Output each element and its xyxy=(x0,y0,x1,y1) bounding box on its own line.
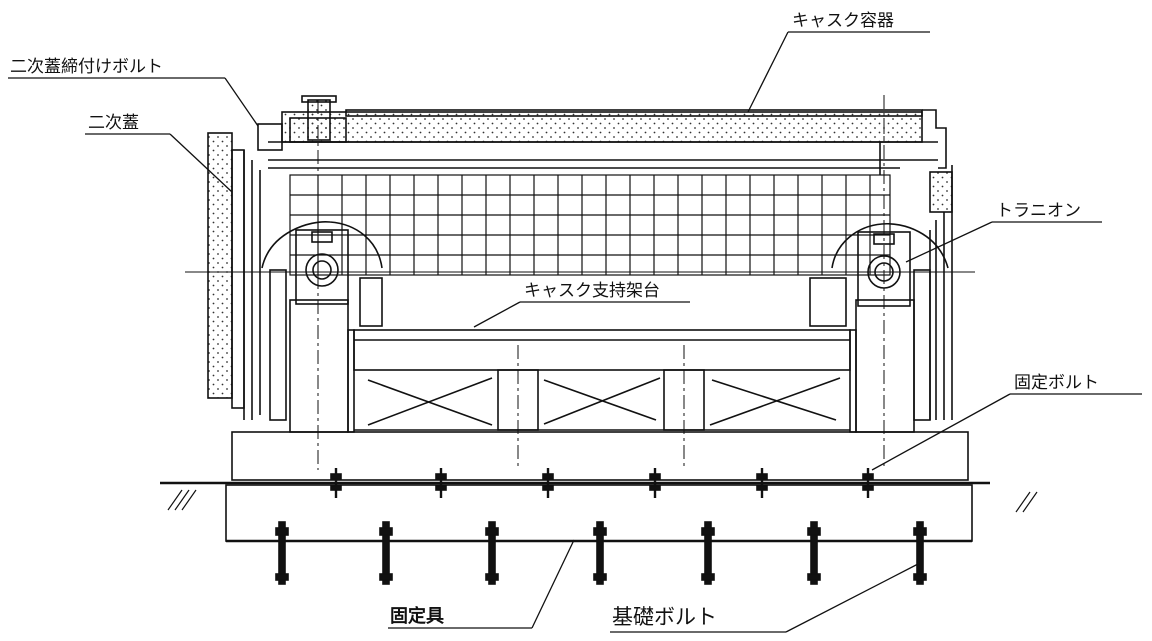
label-foundation-bolt: 基礎ボルト xyxy=(612,605,717,629)
foundation-bolt xyxy=(913,521,927,585)
leader-lines xyxy=(8,31,1142,633)
fixing-bolt xyxy=(862,468,874,498)
foundation-bolt xyxy=(593,521,607,585)
fuel-basket-grid xyxy=(289,174,891,276)
ground-hatch xyxy=(167,489,1038,513)
support-frame xyxy=(353,329,851,431)
label-trunnion: トラニオン xyxy=(996,201,1081,221)
cask-body xyxy=(207,95,953,420)
fixing-bolt xyxy=(649,468,661,498)
fixing-bolt xyxy=(330,468,342,498)
fixing-bolt xyxy=(542,468,554,498)
left-trunnion xyxy=(261,221,383,305)
foundation-bolt xyxy=(275,521,289,585)
foundation-bolt xyxy=(807,521,821,585)
fixing-bolts xyxy=(330,468,874,498)
label-fixture: 固定具 xyxy=(390,605,444,627)
center-lines xyxy=(317,95,885,470)
label-fixing-bolt: 固定ボルト xyxy=(1014,373,1099,393)
label-cask-support-frame: キャスク支持架台 xyxy=(524,281,660,301)
label-secondary-lid-bolt: 二次蓋締付けボルト xyxy=(10,57,163,77)
foundation-bolt xyxy=(379,521,393,585)
label-cask-container: キャスク容器 xyxy=(792,11,894,31)
label-secondary-lid: 二次蓋 xyxy=(88,113,139,133)
fixing-bolt xyxy=(756,468,768,498)
foundation-bolt xyxy=(701,521,715,585)
foundation-bolt xyxy=(485,521,499,585)
fixing-bolt xyxy=(435,468,447,498)
foundation-bolts xyxy=(275,521,927,585)
